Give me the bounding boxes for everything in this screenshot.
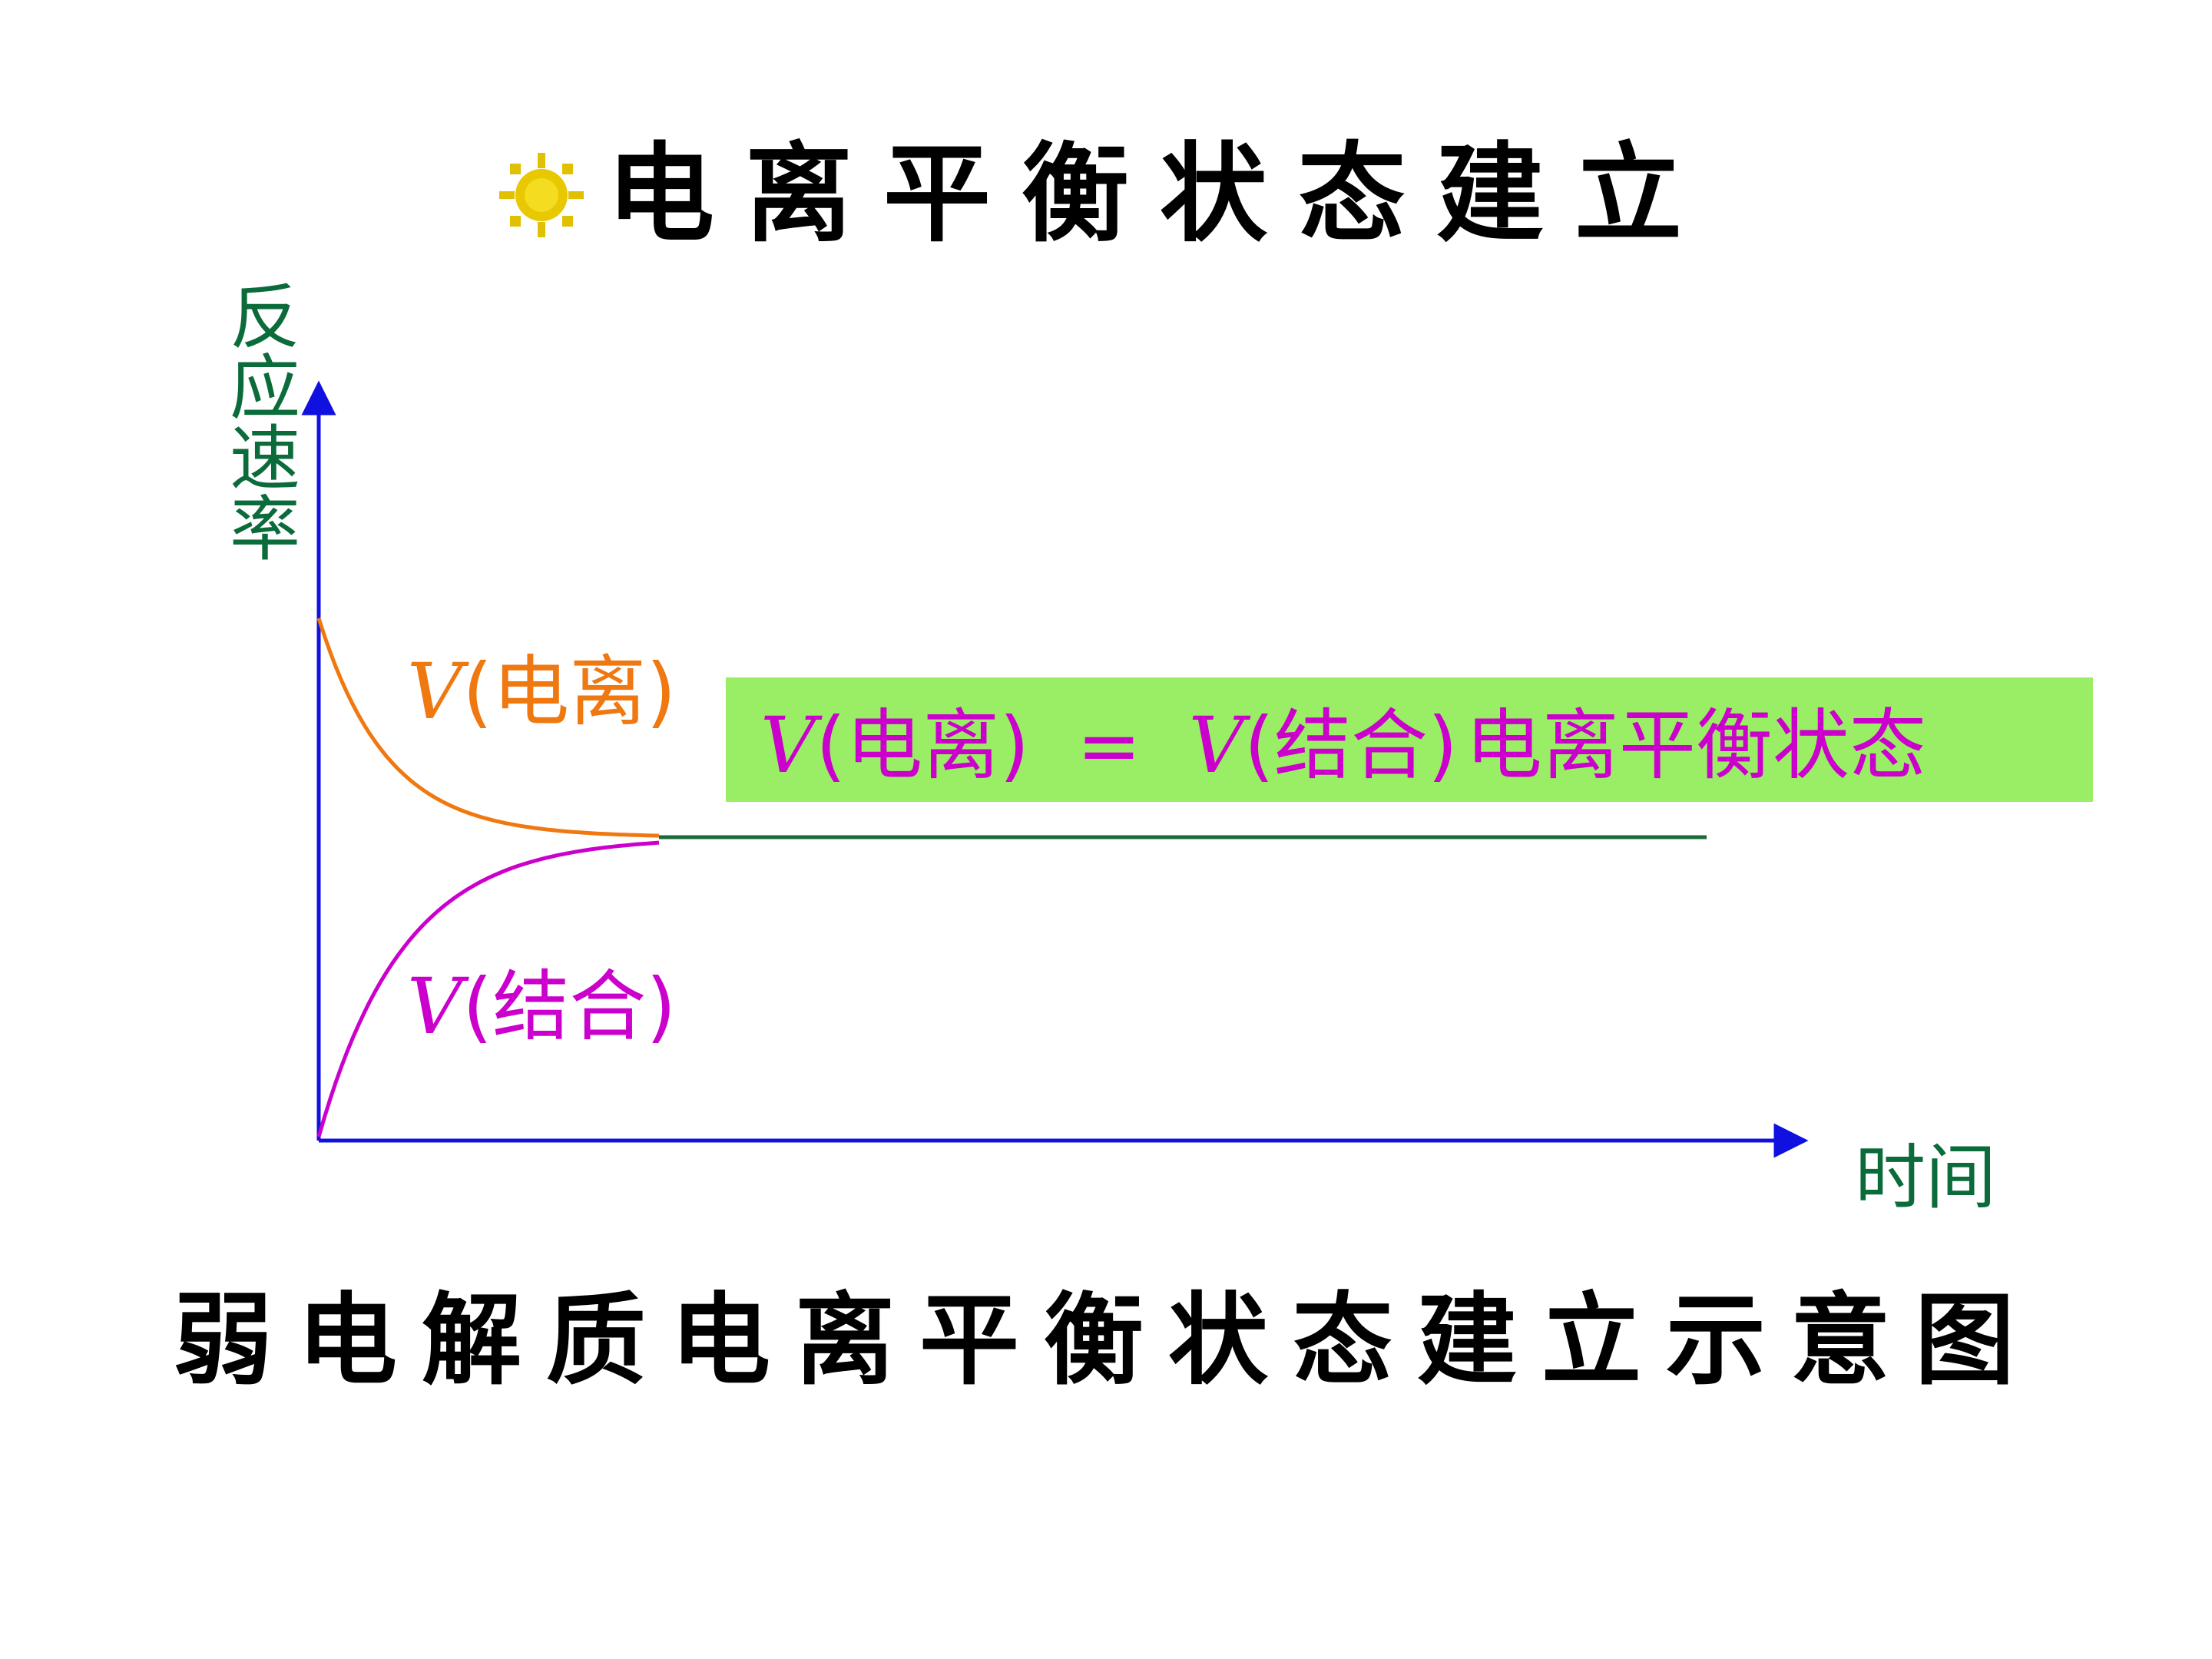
series-line-ionization <box>316 618 660 838</box>
series-label-association: V(结合) <box>407 962 676 1051</box>
y-axis-label-char: 速 <box>230 418 300 500</box>
equilibrium-annotation-box <box>726 677 2093 802</box>
title-text: 电离平衡状态建立 <box>606 131 1713 257</box>
sun-icon <box>498 137 584 237</box>
y-axis-label-char: 应 <box>230 347 300 429</box>
series-label-ionization: V(电离) <box>407 647 676 737</box>
figure-caption: 弱电解质电离平衡状态建立示意图 <box>172 1281 2039 1399</box>
y-axis-label-char: 反 <box>230 276 300 359</box>
y-axis-label-char: 率 <box>230 488 300 571</box>
equilibrium-annotation-text: V(电离) = V(结合)电离平衡状态 <box>760 700 1926 790</box>
y-axis-label: 反应速率 <box>230 276 300 571</box>
series-line-association <box>316 840 660 1137</box>
page-title: 电离平衡状态建立 <box>0 108 2212 263</box>
x-axis-label: 时间 <box>1855 1137 1996 1219</box>
